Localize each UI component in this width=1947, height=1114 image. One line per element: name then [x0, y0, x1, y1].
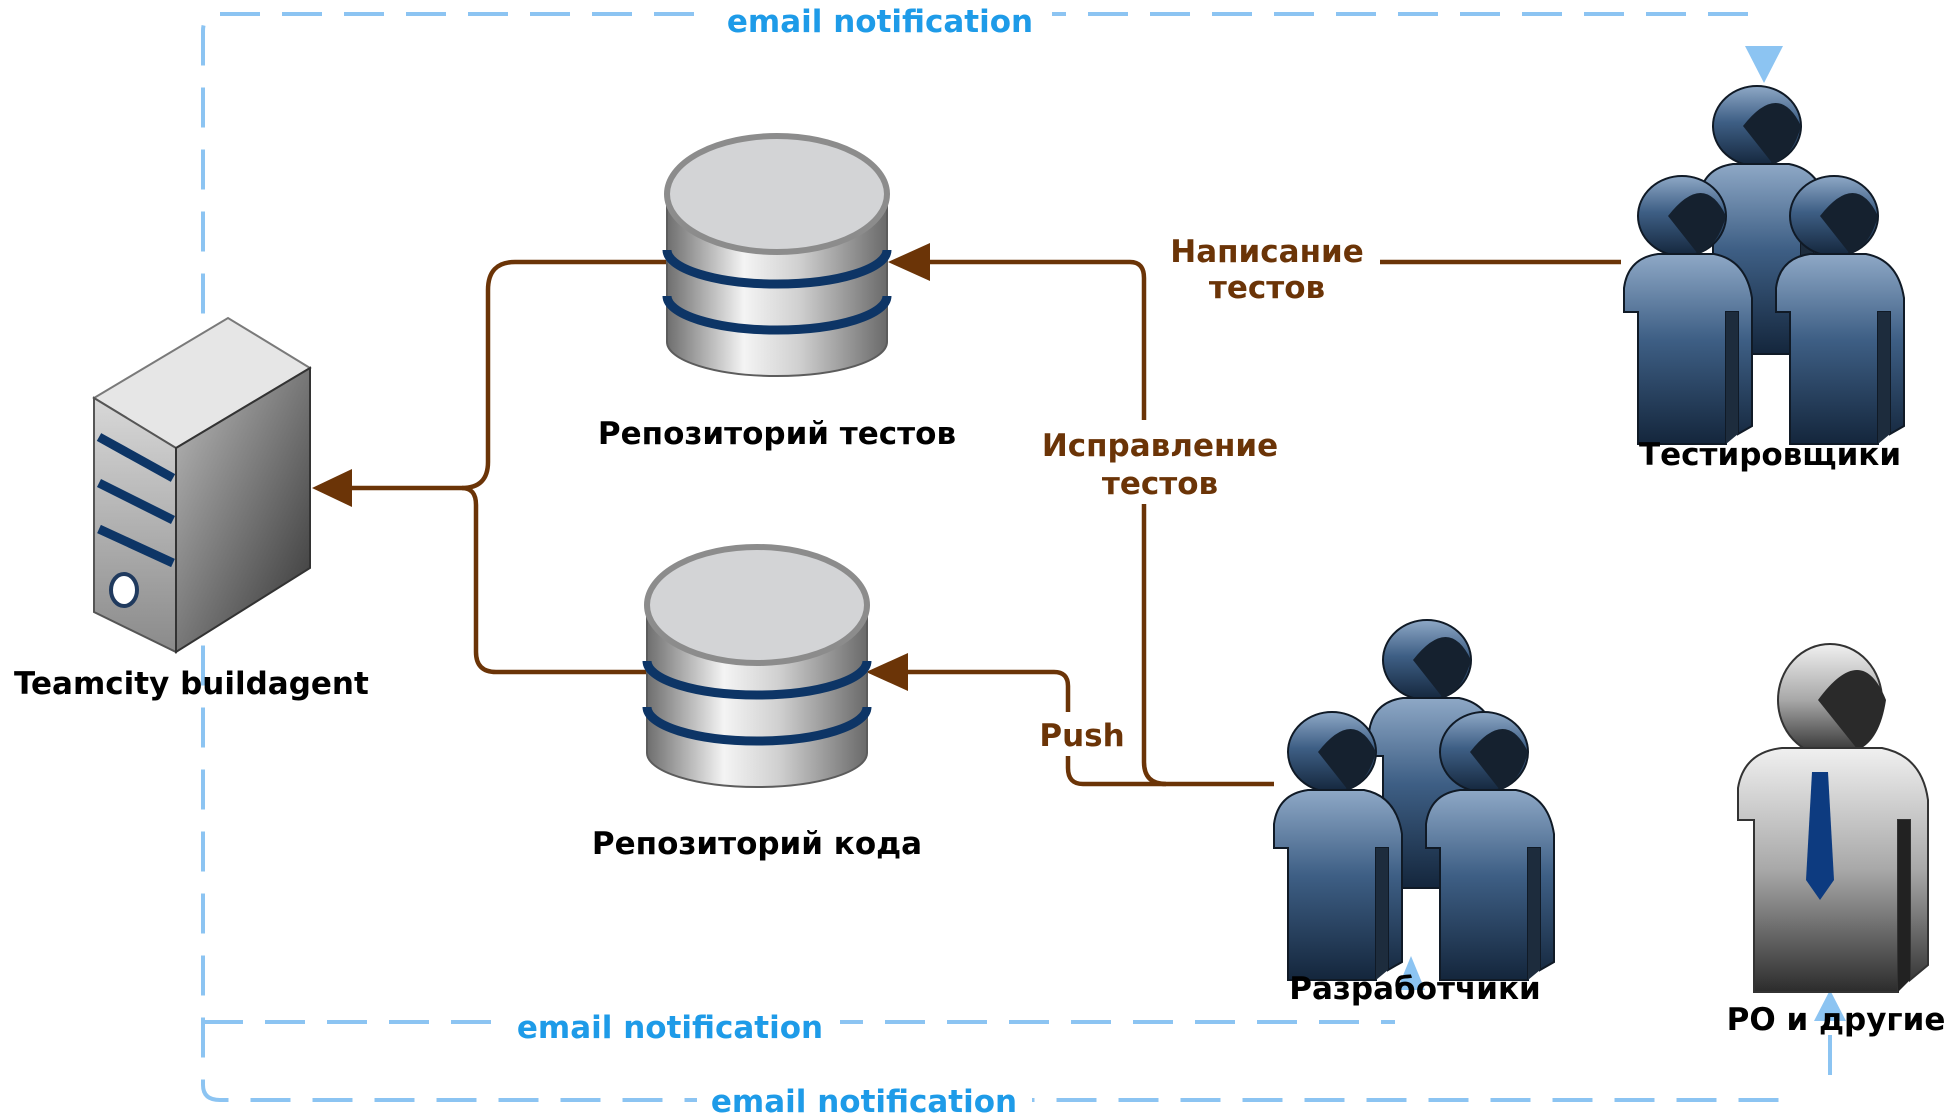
server-icon[interactable] [92, 316, 312, 654]
flow-lines [340, 259, 1621, 787]
arrowhead-code-repo [866, 653, 908, 691]
test-repo-database-icon[interactable] [667, 136, 887, 376]
email-notification-top: email notification [727, 4, 1033, 40]
developers-label: Разработчики [1289, 971, 1540, 1007]
arrowhead-buildagent [312, 469, 352, 507]
testers-people-group-icon[interactable] [1623, 85, 1905, 445]
fix-tests-label-line1: Исправление [1042, 428, 1278, 464]
code-repo-label: Репозиторий кода [592, 826, 922, 862]
email-notification-inner: email notification [517, 1010, 823, 1046]
top-notification-label-bg [712, 0, 1052, 40]
push-label: Push [1039, 718, 1124, 754]
developers-people-group-icon[interactable] [1273, 619, 1555, 981]
outer-notification-label-bg [697, 1082, 1032, 1114]
fix-tests-label-line2: тестов [1102, 466, 1218, 502]
po-businessman-icon[interactable] [1737, 643, 1929, 993]
email-notification-lines [201, 12, 1832, 1102]
notification-arrow-testers [1745, 46, 1783, 83]
arrowhead-test-repo [888, 243, 930, 281]
testers-label: Тестировщики [1639, 437, 1901, 473]
code-repo-database-icon[interactable] [647, 547, 867, 787]
email-notification-outer: email notification [711, 1084, 1017, 1114]
inner-notification-label-bg [505, 1004, 840, 1044]
write-tests-label-line1: Написание [1170, 234, 1363, 270]
buildagent-label: Teamcity buildagent [14, 666, 369, 702]
po-others-label: PO и другие [1727, 1002, 1946, 1038]
push-label-bg [1036, 712, 1128, 756]
test-repo-label: Репозиторий тестов [598, 416, 956, 452]
write-tests-label-bg [1154, 226, 1380, 306]
fix-tests-label-bg [1032, 420, 1288, 504]
notification-arrow-po [1814, 990, 1846, 1021]
write-tests-label-line2: тестов [1209, 270, 1325, 306]
notification-arrow-developers [1397, 956, 1425, 990]
